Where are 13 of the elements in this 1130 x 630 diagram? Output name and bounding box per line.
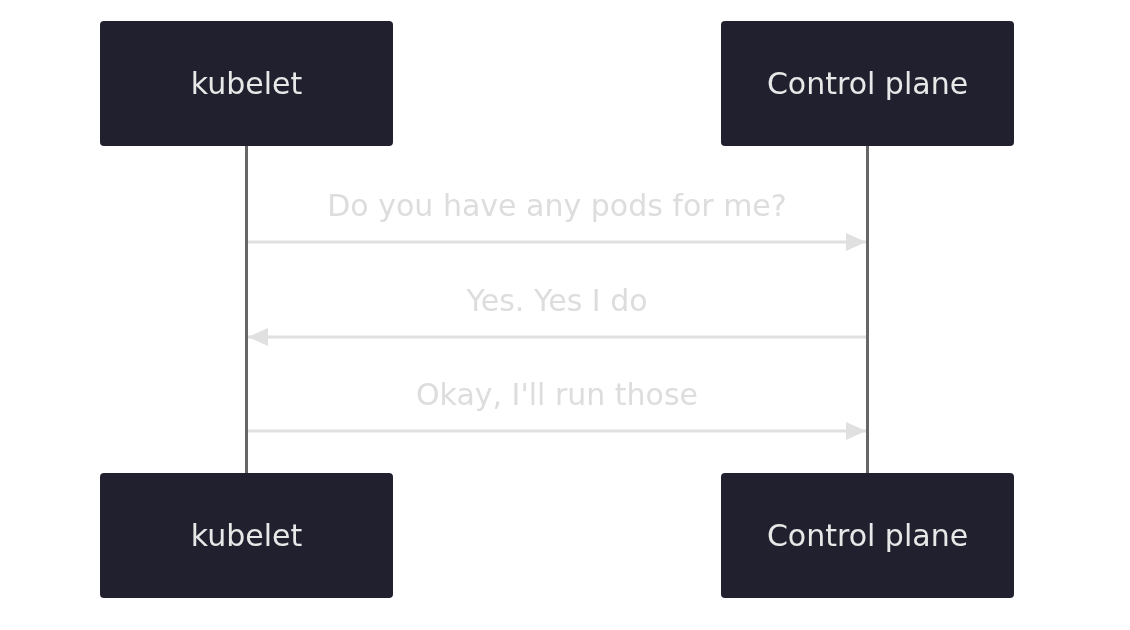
lifeline xyxy=(866,146,869,473)
participant-box xyxy=(100,21,393,146)
participant-name: kubelet xyxy=(190,518,303,553)
participant-box xyxy=(100,473,393,598)
lifeline xyxy=(245,146,248,473)
participant-name: Control plane xyxy=(766,66,969,101)
message-arrow xyxy=(248,328,866,346)
message-arrow xyxy=(248,422,866,440)
participant-box xyxy=(721,21,1014,146)
participant-box xyxy=(721,473,1014,598)
participant-name: kubelet xyxy=(190,66,303,101)
message-arrow xyxy=(248,233,866,251)
participant-name: Control plane xyxy=(766,518,969,553)
